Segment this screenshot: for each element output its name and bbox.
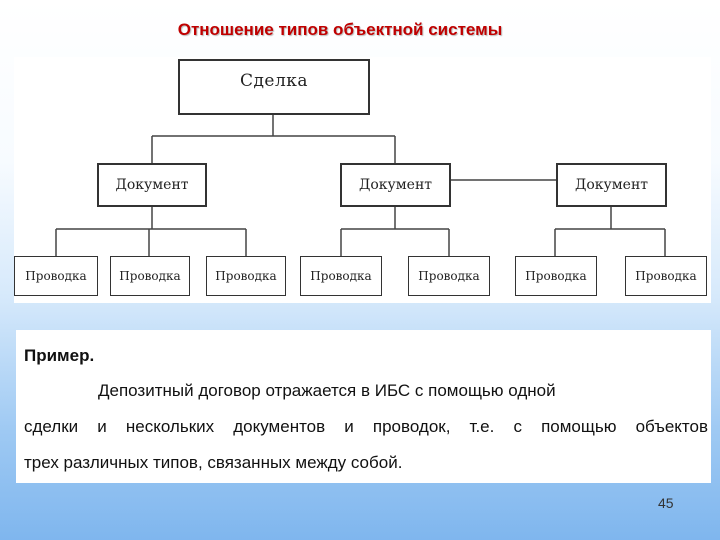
posting-node: Проводка [300, 256, 382, 296]
posting-node: Проводка [206, 256, 286, 296]
slide-title: Отношение типов объектной системы [177, 20, 503, 39]
example-line-1: Депозитный договор отражается в ИБС с по… [98, 381, 556, 400]
example-line-2: сделки и нескольких документов и проводо… [24, 417, 708, 436]
page-number: 45 [658, 495, 674, 511]
posting-node: Проводка [14, 256, 98, 296]
document-node-1: Документ [97, 163, 207, 207]
posting-node: Проводка [408, 256, 490, 296]
example-line-3: трех различных типов, связанных между со… [24, 453, 403, 472]
posting-node: Проводка [110, 256, 190, 296]
example-text-box: Пример. Депозитный договор отражается в … [16, 330, 711, 483]
posting-node: Проводка [625, 256, 707, 296]
connector-lines [55, 114, 666, 256]
document-node-2: Документ [340, 163, 451, 207]
document-node-3: Документ [556, 163, 667, 207]
root-node-deal: Сделка [178, 59, 370, 115]
posting-node: Проводка [515, 256, 597, 296]
hierarchy-diagram: Сделка Документ Документ Документ Провод… [14, 57, 711, 303]
example-heading: Пример. [24, 346, 95, 365]
